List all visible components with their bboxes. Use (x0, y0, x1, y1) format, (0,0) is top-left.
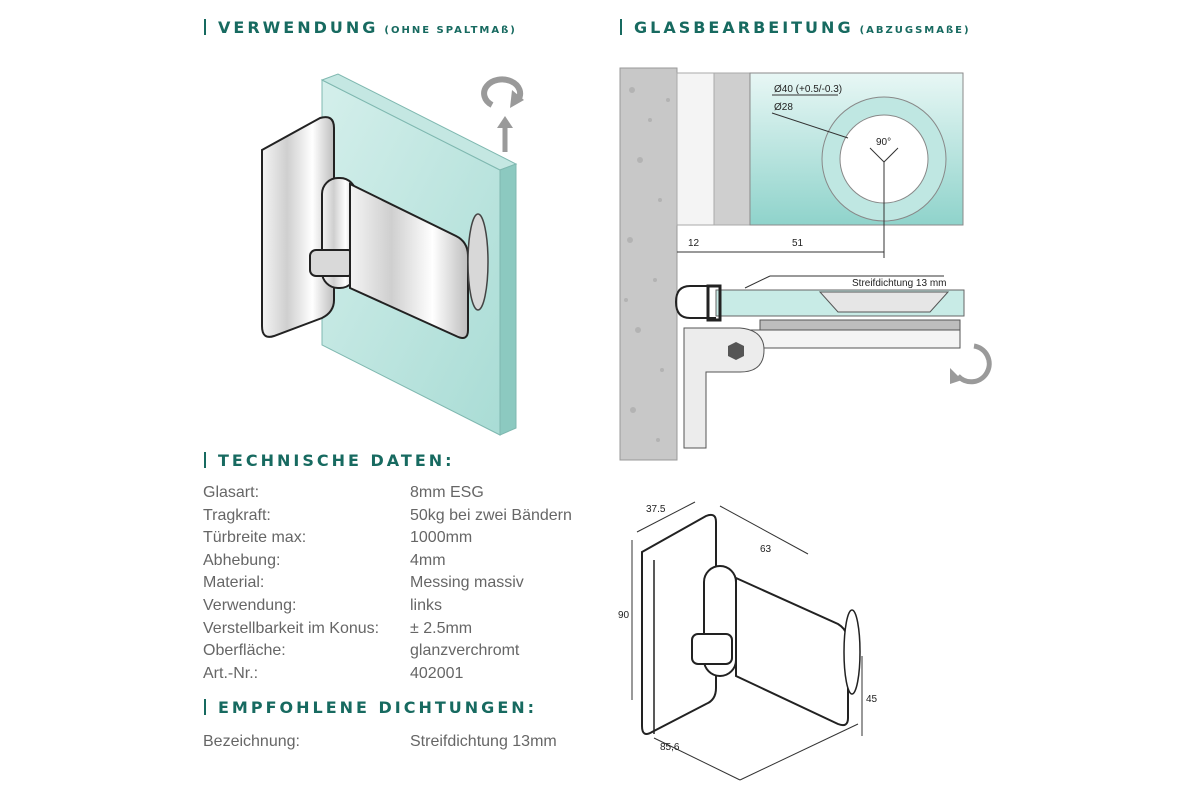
tech-row: Tragkraft: 50kg bei zwei Bändern (203, 505, 603, 528)
tech-value: Messing massiv (410, 574, 524, 592)
label-dim51: 51 (792, 238, 804, 249)
dim-line-375 (636, 501, 696, 533)
tech-label: Glasart: (203, 484, 260, 501)
angle-line-left (869, 147, 885, 163)
tech-label: Material: (203, 574, 265, 592)
tech-value: 1000mm (410, 529, 473, 547)
bore-outer-ring (821, 96, 947, 222)
rotate-arrow-icon (956, 343, 992, 385)
clamp-section (759, 319, 961, 331)
dim-line-63 (719, 505, 809, 555)
dim-cone (843, 609, 861, 695)
label-d63: 63 (760, 544, 772, 555)
wall-section (619, 67, 678, 461)
tech-row: Glasart: 8mm ESG (203, 482, 603, 505)
rotate-arrow-icon (481, 76, 524, 108)
tech-row: Material: Messing massiv (203, 572, 603, 595)
glass-pane (321, 79, 501, 436)
hinge-knuckle-band (309, 249, 355, 277)
tech-label: Türbreite max: (203, 529, 307, 547)
label-dim12: 12 (688, 238, 700, 249)
tech-row: Abhebung: 4mm (203, 550, 603, 573)
seal-row: Bezeichnung: Streifdichtung 13mm (203, 731, 603, 754)
title-bar (204, 452, 206, 468)
tech-label: Tragkraft: (203, 506, 271, 524)
dim-line-856-b (739, 723, 859, 781)
wall-plate (261, 116, 335, 338)
seal-value: Streifdichtung 13mm (410, 733, 557, 750)
tech-row: Oberfläche: glanzverchromt (203, 640, 603, 663)
leaf-section (739, 329, 961, 349)
up-arrow-head (497, 116, 513, 128)
leader-seal (744, 275, 771, 289)
tech-value: glanzverchromt (410, 642, 520, 660)
cone-section (818, 291, 950, 313)
dim-clamp-plate (735, 576, 849, 727)
glass-subtitle: (ABZUGSMAßE) (859, 25, 971, 36)
hinge-zone-strip (713, 72, 751, 226)
angle-line-right (883, 147, 899, 163)
seal-label: Bezeichnung: (203, 733, 300, 750)
glass-title: GLASBEARBEITUNG (634, 18, 854, 37)
glass-clamp-plate (349, 182, 469, 339)
label-d375: 37.5 (646, 504, 666, 515)
seals-title: EMPFOHLENE DICHTUNGEN: (218, 698, 538, 717)
seal-clip (706, 284, 722, 322)
usage-section-title: VERWENDUNG (OHNE SPALTMAß) (204, 18, 517, 37)
tech-label: Oberfläche: (203, 642, 286, 660)
dim-knuckle (703, 565, 737, 677)
tech-value: 4mm (410, 551, 446, 569)
tech-row: Verwendung: links (203, 595, 603, 618)
title-bar (620, 19, 622, 35)
label-seal: Streifdichtung 13 mm (852, 278, 947, 289)
dim-line-856 (653, 737, 741, 781)
knuckle-section (683, 327, 765, 449)
title-bar (204, 19, 206, 35)
tech-data-table: Glasart: 8mm ESG Tragkraft: 50kg bei zwei … (203, 482, 603, 685)
tech-value: links (410, 596, 443, 614)
tech-value: 8mm ESG (410, 484, 484, 501)
tech-row: Art.-Nr.: 402001 (203, 663, 603, 686)
tech-row: Verstellbarkeit im Konus: ± 2.5mm (203, 618, 603, 641)
tech-section-title: TECHNISCHE DATEN: (204, 451, 455, 470)
dim-wall-plate (641, 513, 717, 735)
section-glass (715, 289, 965, 317)
label-angle: 90° (876, 137, 891, 148)
title-bar (204, 699, 206, 715)
label-d45: 45 (866, 694, 878, 705)
seal-profile (674, 285, 716, 319)
tech-label: Verstellbarkeit im Konus: (203, 619, 380, 637)
glass-edge-top (320, 73, 518, 171)
hinge-knuckle (321, 177, 357, 289)
tech-value: ± 2.5mm (410, 619, 473, 637)
glass-edge-side (499, 163, 517, 436)
seals-section-title: EMPFOHLENE DICHTUNGEN: (204, 698, 537, 717)
leader-d28 (771, 112, 849, 139)
bore-inner (839, 114, 929, 204)
hex-socket-icon (728, 342, 744, 360)
stone-texture (624, 87, 670, 442)
tech-row: Türbreite max: 1000mm (203, 527, 603, 550)
label-d90: 90 (618, 610, 630, 621)
rotate-arrow-head (510, 90, 524, 108)
glass-section-title: GLASBEARBEITUNG (ABZUGSMAßE) (620, 18, 971, 37)
wall-gap-strip (676, 72, 715, 226)
label-d40: Ø40 (+0.5/-0.3) (774, 84, 842, 95)
usage-subtitle: (OHNE SPALTMAß) (384, 25, 517, 36)
tech-value: 402001 (410, 664, 464, 682)
seals-table: Bezeichnung: Streifdichtung 13mm (203, 731, 603, 754)
usage-title: VERWENDUNG (218, 18, 379, 37)
tech-label: Verwendung: (203, 596, 297, 614)
label-d856: 85,6 (660, 742, 680, 753)
tech-title: TECHNISCHE DATEN: (218, 451, 455, 470)
rotate-arrow-head (950, 368, 962, 384)
cone-disc (467, 213, 489, 311)
tech-value: 50kg bei zwei Bändern (410, 506, 572, 524)
tech-label: Art.-Nr.: (203, 664, 259, 682)
glass-elevation (749, 72, 964, 226)
dim-knuckle-band (691, 633, 733, 665)
label-d28: Ø28 (774, 102, 793, 113)
tech-label: Abhebung: (203, 551, 281, 569)
